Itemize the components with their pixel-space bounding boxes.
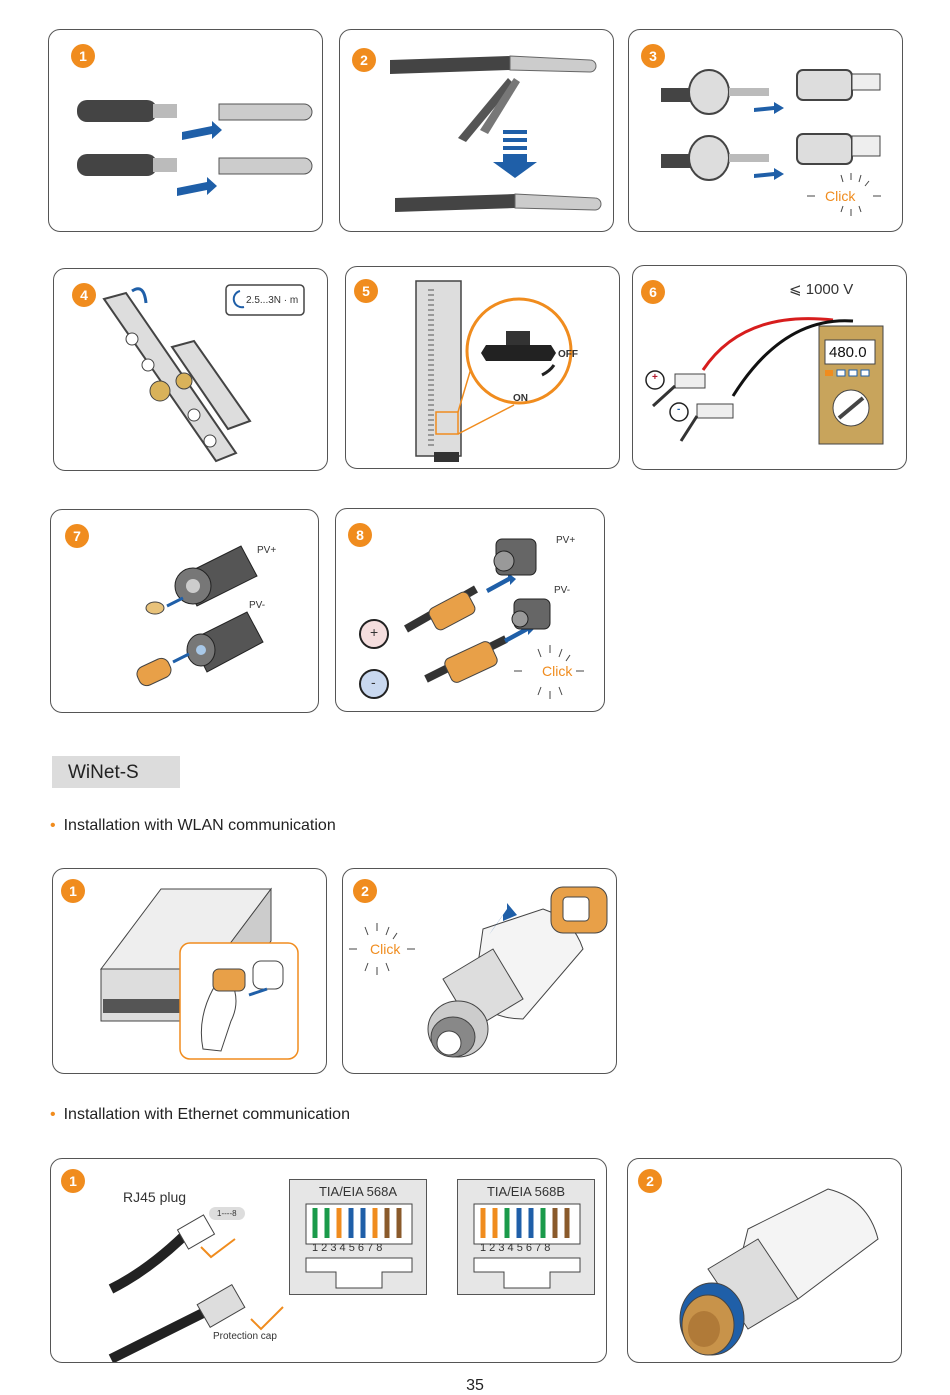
pv-plus-label: PV+: [257, 545, 276, 556]
step-panel-6: 6 ⩽ 1000 V 480.0 + -: [632, 265, 907, 470]
bullet-dot-icon: •: [50, 1106, 56, 1123]
tia-568b-diagram: TIA/EIA 568B 1 2 3 4 5 6 7 8: [457, 1179, 595, 1295]
step-panel-1: 1: [48, 29, 323, 232]
plus-symbol: +: [652, 372, 658, 383]
ethernet-step-panel-2: 2: [627, 1158, 902, 1363]
wiring-568b-icon: [458, 1180, 596, 1296]
step-panel-5: 5 OFF ON: [345, 266, 620, 469]
wlan-step-panel-1: 1: [52, 868, 327, 1074]
step-panel-2: 2: [339, 29, 614, 232]
minus-symbol: -: [677, 404, 680, 415]
ethernet-heading: • Installation with Ethernet communicatio…: [50, 1106, 350, 1124]
torque-label: 2.5...3N · m: [246, 295, 298, 306]
minus-symbol: -: [371, 674, 376, 690]
wlan-heading: • Installation with WLAN communication: [50, 817, 336, 835]
tia-568a-diagram: TIA/EIA 568A 1 2 3 4 5 6 7 8: [289, 1179, 427, 1295]
multimeter-illustration: [633, 266, 907, 470]
winet-lock-illustration: [628, 1159, 902, 1363]
pin-numbers: 1 2 3 4 5 6 7 8: [312, 1242, 382, 1254]
click-label: Click: [825, 188, 855, 204]
ethernet-heading-text: Installation with Ethernet communication: [64, 1106, 350, 1123]
pv-minus-label: PV-: [249, 600, 265, 611]
step-panel-8: 8 PV+ PV- + - Click: [335, 508, 605, 712]
off-label: OFF: [558, 349, 578, 360]
winet-module-illustration: [343, 869, 617, 1074]
section-title: WiNet-S: [52, 756, 180, 788]
pv-minus-label: PV-: [554, 585, 570, 596]
sealing-plug-illustration: [51, 510, 319, 713]
wiring-568a-icon: [290, 1180, 428, 1296]
wlan-step-panel-2: 2 Click: [342, 868, 617, 1074]
meter-reading: 480.0: [829, 344, 867, 361]
connector-assembly-illustration: [629, 30, 903, 232]
click-label: Click: [370, 941, 400, 957]
pv-plus-label: PV+: [556, 535, 575, 546]
step-panel-3: 3 Click: [628, 29, 903, 232]
plus-symbol: +: [370, 624, 378, 640]
pin-numbers: 1 2 3 4 5 6 7 8: [480, 1242, 550, 1254]
crimp-tool-illustration: [340, 30, 614, 232]
page-number: 35: [0, 1377, 950, 1395]
step-panel-4: 4 2.5...3N · m: [53, 268, 328, 471]
click-label: Click: [542, 663, 572, 679]
step-panel-7: 7 PV+ PV-: [50, 509, 319, 713]
winet-insertion-illustration: [53, 869, 327, 1074]
cable-strip-illustration: [49, 30, 323, 232]
wlan-heading-text: Installation with WLAN communication: [64, 817, 336, 834]
ethernet-step-panel-1: 1 RJ45 plug 1----8 Protection cap TIA/EI…: [50, 1158, 607, 1363]
dc-switch-illustration: [346, 267, 620, 469]
on-label: ON: [513, 393, 528, 404]
bullet-dot-icon: •: [50, 817, 56, 834]
